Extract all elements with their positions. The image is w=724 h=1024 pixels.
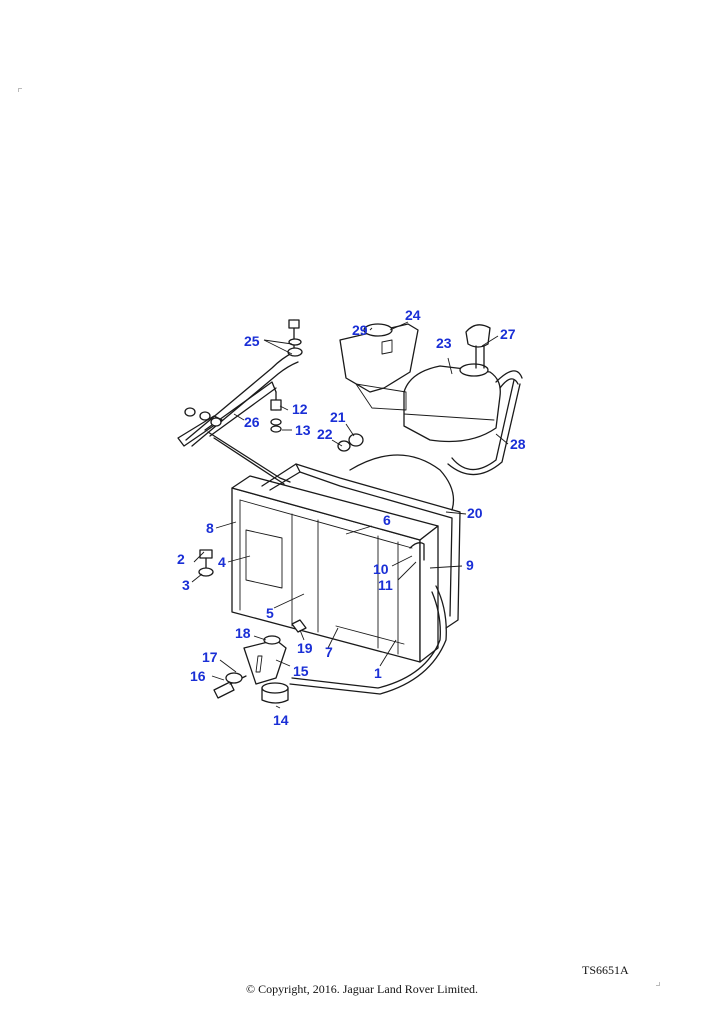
expansion-tank	[339, 323, 523, 476]
callout-14: 14	[273, 712, 289, 728]
callout-13: 13	[295, 422, 311, 438]
callout-7: 7	[325, 644, 333, 660]
callout-9: 9	[466, 557, 474, 573]
callout-1: 1	[374, 665, 382, 681]
figure-reference: TS6651A	[582, 963, 629, 977]
mounting-hardware	[198, 433, 425, 704]
callout-10: 10	[373, 561, 389, 577]
callout-2: 2	[177, 551, 185, 567]
callout-5: 5	[266, 605, 274, 621]
callout-24: 24	[405, 307, 421, 323]
callout-23: 23	[436, 335, 452, 351]
callout-21: 21	[330, 409, 346, 425]
callout-4: 4	[218, 554, 226, 570]
callout-17: 17	[202, 649, 218, 665]
lower-hose	[289, 585, 447, 695]
callout-18: 18	[235, 625, 251, 641]
callout-3: 3	[182, 577, 190, 593]
callout-29: 29	[352, 322, 368, 338]
callout-12: 12	[292, 401, 308, 417]
leader-lines	[191, 321, 509, 709]
callout-labels: 1 2 3 4 5 6 7 8 9 10 11 12 13 14 15 16 1…	[177, 307, 526, 728]
callout-11: 11	[378, 577, 393, 593]
callout-19: 19	[297, 640, 313, 656]
callout-25: 25	[244, 333, 260, 349]
callout-27: 27	[500, 326, 516, 342]
fan-cowl	[261, 454, 461, 629]
callout-26: 26	[244, 414, 260, 430]
callout-22: 22	[317, 426, 333, 442]
callout-28: 28	[510, 436, 526, 452]
radiator	[231, 475, 439, 663]
callout-20: 20	[467, 505, 483, 521]
callout-6: 6	[383, 512, 391, 528]
crop-mark-top-left	[18, 88, 22, 92]
callout-8: 8	[206, 520, 214, 536]
callout-15: 15	[293, 663, 309, 679]
copyright-notice: © Copyright, 2016. Jaguar Land Rover Lim…	[245, 982, 479, 996]
pipe-assembly	[177, 319, 303, 485]
callout-16: 16	[190, 668, 206, 684]
